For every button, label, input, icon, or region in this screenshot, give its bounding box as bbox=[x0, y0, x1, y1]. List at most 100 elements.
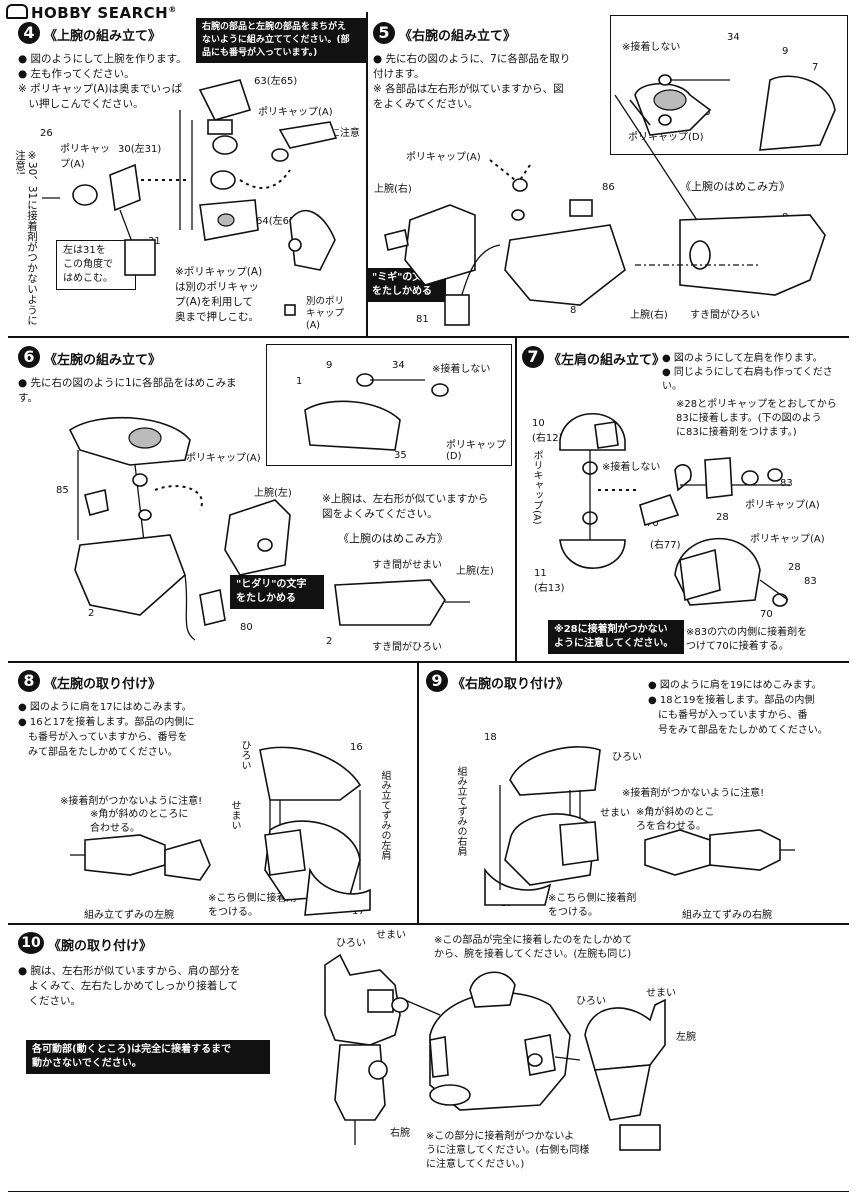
step6-label-polyd: ポリキャップ(D) bbox=[446, 440, 506, 462]
step5-label-polya: ポリキャップ(A) bbox=[406, 152, 481, 163]
step9-label-glue-here: ※こちら側に接着剤 をつける。 bbox=[548, 893, 637, 918]
step9-text: ● 図のように肩を19にはめこみます。 ● 18と19を接着します。部品の内側 … bbox=[648, 680, 828, 736]
step6-title: 《左腕の組み立て》 bbox=[44, 353, 162, 368]
step4-note-box: 右腕の部品と左腕の部品をまちがえ ないように組み立ててください。(部 品にも番号… bbox=[196, 18, 368, 63]
step6-label-p80: 80 bbox=[240, 622, 253, 633]
car-logo-icon bbox=[6, 4, 28, 19]
step5-fit-title: 《上腕のはめこみ方》 bbox=[680, 180, 790, 193]
step5-label-p8: 8 bbox=[570, 305, 577, 316]
step5-title: 《右腕の組み立て》 bbox=[399, 29, 517, 44]
step4-side-note: ※30、31に接着剤がつかないように注意! bbox=[14, 150, 38, 326]
step6-label-p9: 9 bbox=[326, 360, 333, 371]
step7-label-p10: 10 (右12) bbox=[532, 418, 563, 444]
step4-drawing bbox=[42, 79, 338, 316]
step4-title: 《上腕の組み立て》 bbox=[44, 29, 162, 44]
step4-poly-note: ※ポリキャップ(A) は別のポリキャッ プ(A)を利用して 奥まで押しこむ。 bbox=[175, 266, 263, 323]
step4-label-p63: 63(左65) bbox=[254, 76, 298, 87]
step7-panel bbox=[516, 337, 849, 662]
step5-number: 5 bbox=[373, 22, 395, 44]
step10-label-left-arm: 左腕 bbox=[676, 1032, 696, 1043]
step8-drawing bbox=[70, 746, 371, 916]
step8-text: ● 図のように肩を17にはめこみます。 ● 16と17を接着します。部品の内側に… bbox=[18, 702, 195, 758]
step5-label-p9: 9 bbox=[782, 46, 789, 57]
step6-label-p35: 35 bbox=[394, 450, 407, 461]
step5-label-p81: 81 bbox=[416, 314, 429, 325]
step7-label-glue: ※接着しない bbox=[602, 462, 661, 473]
step9-label-p18: 18 bbox=[484, 732, 497, 743]
step6-label-sukima: すき間がせまい bbox=[372, 560, 442, 571]
step5-label-glue: ※接着しない bbox=[622, 42, 681, 53]
step7-drawing bbox=[559, 412, 790, 607]
step5-panel bbox=[367, 12, 849, 337]
step9-number: 9 bbox=[426, 670, 448, 692]
step4-label-p26: 26 bbox=[40, 128, 53, 139]
step9-drawing bbox=[484, 746, 795, 906]
step7-label-p28: 28 bbox=[716, 512, 729, 523]
step6-inset bbox=[266, 344, 512, 466]
step8-label-arm: 組み立てずみの左腕 bbox=[84, 910, 174, 921]
step8-label-angle-note: ※角が斜めのところに 合わせる。 bbox=[90, 809, 189, 834]
step6-label-p2: 2 bbox=[88, 608, 95, 619]
step10-panel bbox=[8, 924, 849, 1192]
step7-title: 《左肩の組み立て》 bbox=[548, 353, 666, 368]
step6-drawing bbox=[68, 373, 470, 641]
step9-label-angle-note: ※角が斜めのとこ ろを合わせる。 bbox=[636, 807, 715, 832]
step9-label-shoulder: 組み立てずみの右肩 bbox=[455, 766, 466, 856]
step8-label-hiroi: ひろい bbox=[239, 740, 250, 770]
step7-label-p70b: 70 bbox=[760, 609, 773, 620]
step6-label-upper-l: 上腕(左) bbox=[254, 488, 292, 499]
step10-warn-box: 各可動部(動くところ)は完全に接着するまで 動かさないでください。 bbox=[26, 1040, 270, 1074]
step9-label-semai: せまい bbox=[600, 808, 630, 819]
step6-note: ※上腕は、左右形が似ていますから 図をよくみてください。 bbox=[322, 493, 489, 520]
step7-label-p28b: 28 bbox=[788, 562, 801, 573]
step6-fit-title: 《上腕のはめこみ方》 bbox=[338, 532, 448, 545]
step8-label-glue-here: ※こちら側に接着剤 をつける。 bbox=[208, 893, 297, 918]
step7-label-p83b: 83 bbox=[804, 576, 817, 587]
step9-title: 《右腕の取り付け》 bbox=[452, 677, 570, 692]
step7-label-p70r: (右77) bbox=[650, 540, 681, 551]
step10-label-hiroi: ひろい bbox=[336, 938, 366, 949]
step7-label-p11: 11 (右13) bbox=[534, 568, 565, 594]
step10-label-semai2: せまい bbox=[646, 988, 676, 999]
step8-label-p16: 16 bbox=[350, 742, 363, 753]
step9-panel bbox=[418, 662, 849, 924]
step8-label-shoulder: 組み立てずみの左肩 bbox=[379, 770, 390, 860]
step7-text: ● 図のようにして左肩を作ります。 ● 同じようにして右肩も作ってください。 bbox=[662, 353, 833, 392]
step6-label-hiroi: すき間がひろい bbox=[372, 642, 442, 653]
step7-label-p83: 83 bbox=[780, 478, 793, 489]
step8-label-semai: せまい bbox=[229, 800, 240, 830]
step6-label-p1: 1 bbox=[296, 376, 303, 387]
step5-label-p7: 7 bbox=[812, 62, 819, 73]
step8-title: 《左腕の取り付け》 bbox=[44, 677, 162, 692]
step5-label-upper-r: 上腕(右) bbox=[374, 184, 412, 195]
step5-label-p34: 34 bbox=[727, 32, 740, 43]
step6-label-polya: ポリキャップ(A) bbox=[186, 453, 261, 464]
step6-label-glue: ※接着しない bbox=[432, 364, 491, 375]
step7-bottom-note: ※83の穴の内側に接着剤を つけて70に接着する。 bbox=[686, 627, 808, 652]
step4-label-other-poly: 別のポリ キャップ (A) bbox=[306, 296, 345, 331]
step6-label-upper-l2: 上腕(左) bbox=[456, 566, 494, 577]
step10-text: ● 腕は、左右形が似ていますから、肩の部分を よくみて、左右たしかめてしっかり接… bbox=[18, 965, 241, 1007]
step5-label-p86: 86 bbox=[602, 182, 615, 193]
step5-label-polyd: ポリキャップ(D) bbox=[628, 132, 704, 143]
step5-label-hiroi: すき間がひろい bbox=[690, 310, 760, 321]
step4-label-poly-a2: ポリキャップ(A) bbox=[60, 144, 110, 170]
step8-label-glue-note: ※接着剤がつかないように注意! bbox=[60, 796, 203, 807]
step7-warn-box: ※28に接着剤がつかない ように注意してください。 bbox=[548, 620, 684, 654]
step7-number: 7 bbox=[522, 346, 544, 368]
step7-label-polya: ポリキャップ(A) bbox=[745, 500, 820, 511]
step5-label-upper-r2: 上腕(右) bbox=[630, 310, 668, 321]
step6-text: ● 先に右の図のように1に各部品をはめこみます。 bbox=[18, 377, 237, 404]
step5-text: ● 先に右の図のように、7に各部品を取り付けます。 ※ 各部品は左右形が似ていま… bbox=[373, 53, 571, 110]
step10-number: 10 bbox=[18, 932, 44, 954]
step7-label-poly: ポリキャップ(A) bbox=[531, 450, 542, 525]
step7-label-polya2: ポリキャップ(A) bbox=[750, 534, 825, 545]
step4-number: 4 bbox=[18, 22, 40, 44]
step4-panel bbox=[8, 12, 367, 337]
step9-label-glue-note: ※接着剤がつかないように注意! bbox=[622, 788, 765, 799]
step6-label-p2b: 2 bbox=[326, 636, 333, 647]
watermark: HOBBY SEARCH® bbox=[6, 4, 177, 22]
step7-note: ※28とポリキャップをとおしてから 83に接着します。(下の図のよう に83に接… bbox=[676, 399, 837, 438]
step10-top-note: ※この部品が完全に接着したのをたしかめて から、腕を接着してください。(左腕も同… bbox=[434, 935, 633, 960]
step6-number: 6 bbox=[18, 346, 40, 368]
